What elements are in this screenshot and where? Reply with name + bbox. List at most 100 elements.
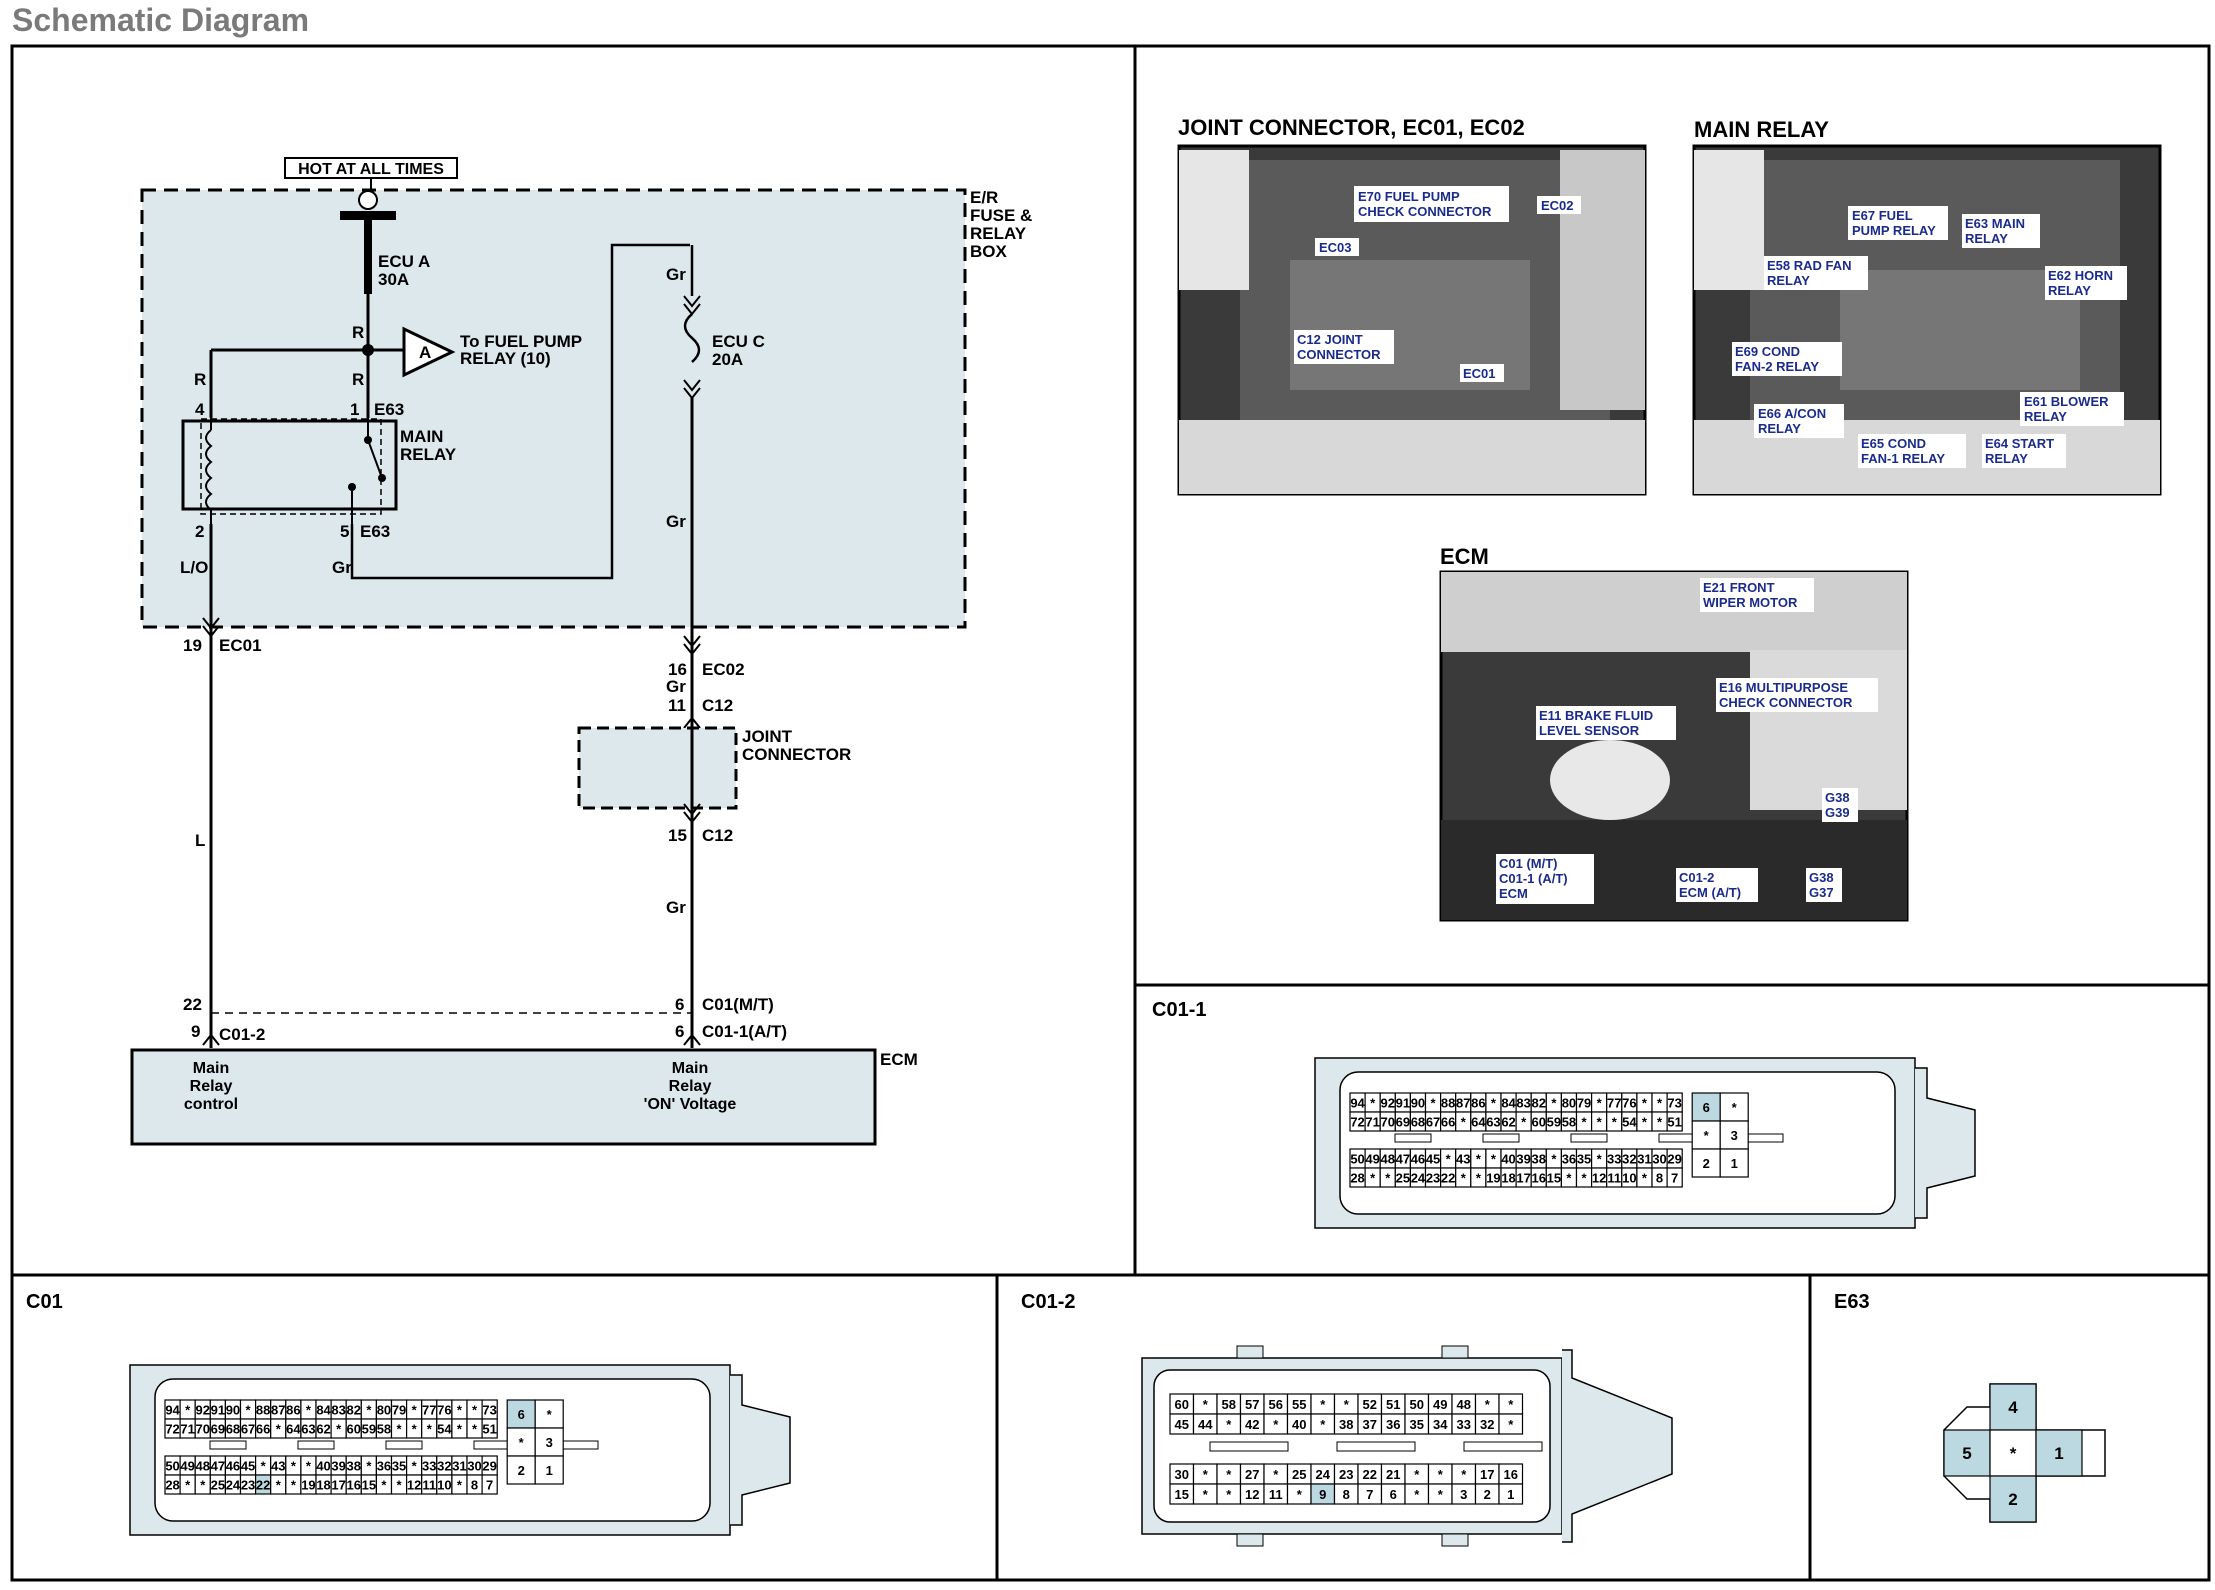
c01-pin-r3-c16-label: 35 — [392, 1459, 406, 1474]
photo-joint-label-e70-1: E70 FUEL PUMP — [1358, 189, 1460, 204]
fuse-relay-box — [140, 188, 967, 629]
c01-1-pin-r1-c19-label: 76 — [1622, 1096, 1636, 1111]
photo-ecm-label-c01-mt: C01 (M/T) — [1499, 856, 1558, 871]
c01-1-pin-r1-c5-label: 90 — [1411, 1096, 1425, 1111]
c01-2-pin-r1-c7-label: * — [1320, 1397, 1326, 1412]
fuse-a-rating: 30A — [378, 270, 409, 289]
photo-relay-label-e61-1: E61 BLOWER — [2024, 394, 2109, 409]
c01-2-pin-r2-c4-label: 42 — [1245, 1417, 1259, 1432]
photo-ecm: ECM E21 FRONT WIPER MOTOR E16 MULTIPURPO… — [1439, 544, 1909, 922]
connector-ec01: EC01 — [219, 636, 262, 655]
wire-color-gr2: Gr — [666, 265, 686, 284]
c01-side-pin-4-label: 3 — [546, 1435, 553, 1450]
c01-side-pin-6 — [534, 1455, 564, 1485]
c01-2-pin-r1-c10-label: 51 — [1386, 1397, 1400, 1412]
c01-pin-r4-c14-label: 15 — [362, 1478, 376, 1493]
pin-11: 11 — [668, 696, 686, 715]
c01-1-pin-r4-c6-label: 23 — [1426, 1171, 1440, 1186]
c01-pin-r1-c12-label: 83 — [331, 1403, 345, 1418]
c01-2-pin-r3-c12-label: * — [1438, 1467, 1444, 1482]
photo-relay-label-e66-1: E66 A/CON — [1758, 406, 1826, 421]
photo-ecm-title: ECM — [1440, 544, 1489, 569]
c01-2-pin-r1-c14-label: * — [1485, 1397, 1491, 1412]
c01-pin-r3-c2-label: 49 — [180, 1459, 194, 1474]
ecm-left-line2: Relay — [190, 1078, 233, 1095]
c01-1-pin-r4-c15-label: * — [1566, 1171, 1572, 1186]
c01-2-pin-r2-c10-label: 36 — [1386, 1417, 1400, 1432]
fuse-c-name: ECU C — [712, 332, 765, 351]
c01-1-pin-r3-c10-label: * — [1491, 1152, 1497, 1167]
c01-2-pin-r2-c1-label: 45 — [1175, 1417, 1189, 1432]
wire-color-r1: R — [352, 323, 364, 342]
c01-1-pin-r1-c13-label: 82 — [1532, 1096, 1546, 1111]
c01-pin-r2-c1-label: 72 — [165, 1422, 179, 1437]
c01-pin-r3-c22-label: 29 — [482, 1459, 496, 1474]
photo-relay-title: MAIN RELAY — [1694, 117, 1829, 142]
ecm-right-line2: Relay — [669, 1078, 712, 1095]
c01-2-pin-r4-c9-label: 7 — [1366, 1487, 1373, 1502]
c01-1-pin-r4-c18-label: 11 — [1607, 1171, 1621, 1186]
fuse-a-name: ECU A — [378, 252, 430, 271]
fuse-c-rating: 20A — [712, 350, 743, 369]
c01-2-pin-r4-c5-label: 11 — [1269, 1487, 1283, 1502]
c01-2-pin-r3-c7-label: 24 — [1316, 1467, 1331, 1482]
c01-pin-r4-c6-label: 23 — [241, 1478, 255, 1493]
c01-1-pin-r3-c13-label: 38 — [1532, 1152, 1546, 1167]
c01-2-pin-r4-c11-label: * — [1414, 1487, 1420, 1502]
c01-1-pin-r3-c9-label: * — [1476, 1152, 1482, 1167]
c01-2-pin-r3-c11-label: * — [1414, 1467, 1420, 1482]
e63-pin-1 — [2035, 1429, 2083, 1477]
c01-2-pin-r2-c5-label: * — [1273, 1417, 1279, 1432]
e63-pin-4-label: 4 — [2008, 1398, 2018, 1417]
c01-pin-r2-c12-label: * — [336, 1422, 342, 1437]
c01-2-pin-r2-c8-label: 38 — [1339, 1417, 1353, 1432]
photo-relay-label-e65-1: E65 COND — [1861, 436, 1926, 451]
c01-2-pin-r3-c6-label: 25 — [1292, 1467, 1306, 1482]
c01-1-pin-r1-c17-label: * — [1597, 1096, 1603, 1111]
c01-1-pin-r4-c20-label: * — [1642, 1171, 1648, 1186]
c01-pin-r3-c11-label: 40 — [316, 1459, 330, 1474]
c01-1-pin-r1-c2-label: * — [1370, 1096, 1376, 1111]
c01-1-pin-r2-c14-label: 59 — [1547, 1115, 1561, 1130]
photo-relay-label-e69-2: FAN-2 RELAY — [1735, 359, 1819, 374]
relay-label-line2: RELAY — [400, 445, 457, 464]
photo-relay-label-e62-2: RELAY — [2048, 283, 2091, 298]
c01-pin-r2-c4-label: 69 — [211, 1422, 225, 1437]
panel-frame — [10, 44, 2211, 1582]
c01-1-pin-r3-c17-label: * — [1597, 1152, 1603, 1167]
c01-2-pin-r3-c13-label: * — [1461, 1467, 1467, 1482]
photo-ecm-label-ecm: ECM — [1499, 886, 1528, 901]
c01-1-pin-r1-c14-label: * — [1551, 1096, 1557, 1111]
c01-1-pin-r2-c7-label: 66 — [1441, 1115, 1455, 1130]
c01-pin-r1-c4-label: 91 — [211, 1403, 225, 1418]
c01-pin-r2-c11-label: 62 — [316, 1422, 330, 1437]
c01-pin-r4-c7-label: 22 — [256, 1478, 270, 1493]
c01-1-pin-r2-c3-label: 70 — [1381, 1115, 1395, 1130]
c01-1-pin-r2-c13-label: 60 — [1532, 1115, 1546, 1130]
c01-pin-r1-c13-label: 82 — [347, 1403, 361, 1418]
c01-pin-r1-c19-label: 76 — [437, 1403, 451, 1418]
schematic: E/R FUSE & RELAY BOX HOT AT ALL TIMES EC… — [130, 157, 1032, 1146]
c01-2-pin-r3-c2-label: * — [1203, 1467, 1209, 1482]
wire-color-gr5: Gr — [666, 898, 686, 917]
c01-pin-r1-c7-label: 88 — [256, 1403, 270, 1418]
c01-1-pin-r1-c21-label: * — [1657, 1096, 1663, 1111]
photo-relay-label-e63-1: E63 MAIN — [1965, 216, 2025, 231]
c01-1-pin-r4-c21-label: 8 — [1656, 1171, 1663, 1186]
photo-ecm-label-e11-2: LEVEL SENSOR — [1539, 723, 1640, 738]
c01-2-pin-r1-c5-label: 56 — [1269, 1397, 1283, 1412]
c01-1-side-pin-5-label: 2 — [1703, 1156, 1710, 1171]
connector-c01-1-at: C01-1(A/T) — [702, 1022, 787, 1041]
wire-color-l: L — [195, 831, 205, 850]
c01-pin-r3-c18-label: 33 — [422, 1459, 436, 1474]
c01-1-pin-r2-c12-label: * — [1521, 1115, 1527, 1130]
c01-1-side-pin-4-label: 3 — [1731, 1128, 1738, 1143]
fuse-c-element — [683, 313, 701, 363]
relay-label-line1: MAIN — [400, 427, 443, 446]
c01-1-pin-r2-c15-label: 58 — [1562, 1115, 1576, 1130]
joint-connector-box — [577, 726, 738, 810]
c01-2-pin-r4-c8-label: 8 — [1343, 1487, 1350, 1502]
photo-main-relay: MAIN RELAY E67 FUEL PUMP RELAY E63 MAIN … — [1692, 117, 2162, 496]
